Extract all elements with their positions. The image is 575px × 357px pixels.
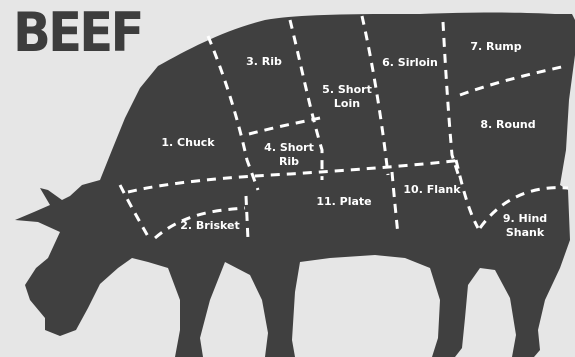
cut-label-line: 4. Short [264, 141, 314, 154]
cut-label-rump: 7. Rump [470, 40, 521, 53]
cut-label-sirloin: 6. Sirloin [382, 56, 438, 69]
cut-label-line: 10. Flank [403, 183, 461, 196]
cut-label-line: 1. Chuck [161, 136, 215, 149]
cut-label-round: 8. Round [480, 118, 535, 131]
cut-label-line: 5. Short [322, 83, 372, 96]
cut-label-line: 9. Hind [503, 212, 547, 225]
cut-label-chuck: 1. Chuck [161, 136, 215, 149]
cut-label-rib: 3. Rib [246, 55, 282, 68]
cow-silhouette [15, 13, 575, 357]
cut-label-brisket: 2. Brisket [180, 219, 240, 232]
cut-line-brisket-plate [246, 196, 248, 240]
cut-label-line: Shank [506, 226, 545, 239]
cut-label-flank: 10. Flank [403, 183, 461, 196]
cut-label-line: 6. Sirloin [382, 56, 438, 69]
cut-label-line: 2. Brisket [180, 219, 240, 232]
cut-label-plate: 11. Plate [316, 195, 371, 208]
cut-label-line: 3. Rib [246, 55, 282, 68]
cut-label-line: 11. Plate [316, 195, 371, 208]
cut-label-line: 8. Round [480, 118, 535, 131]
cut-label-line: Loin [334, 97, 360, 110]
cut-label-line: Rib [279, 155, 299, 168]
cut-label-line: 7. Rump [470, 40, 521, 53]
